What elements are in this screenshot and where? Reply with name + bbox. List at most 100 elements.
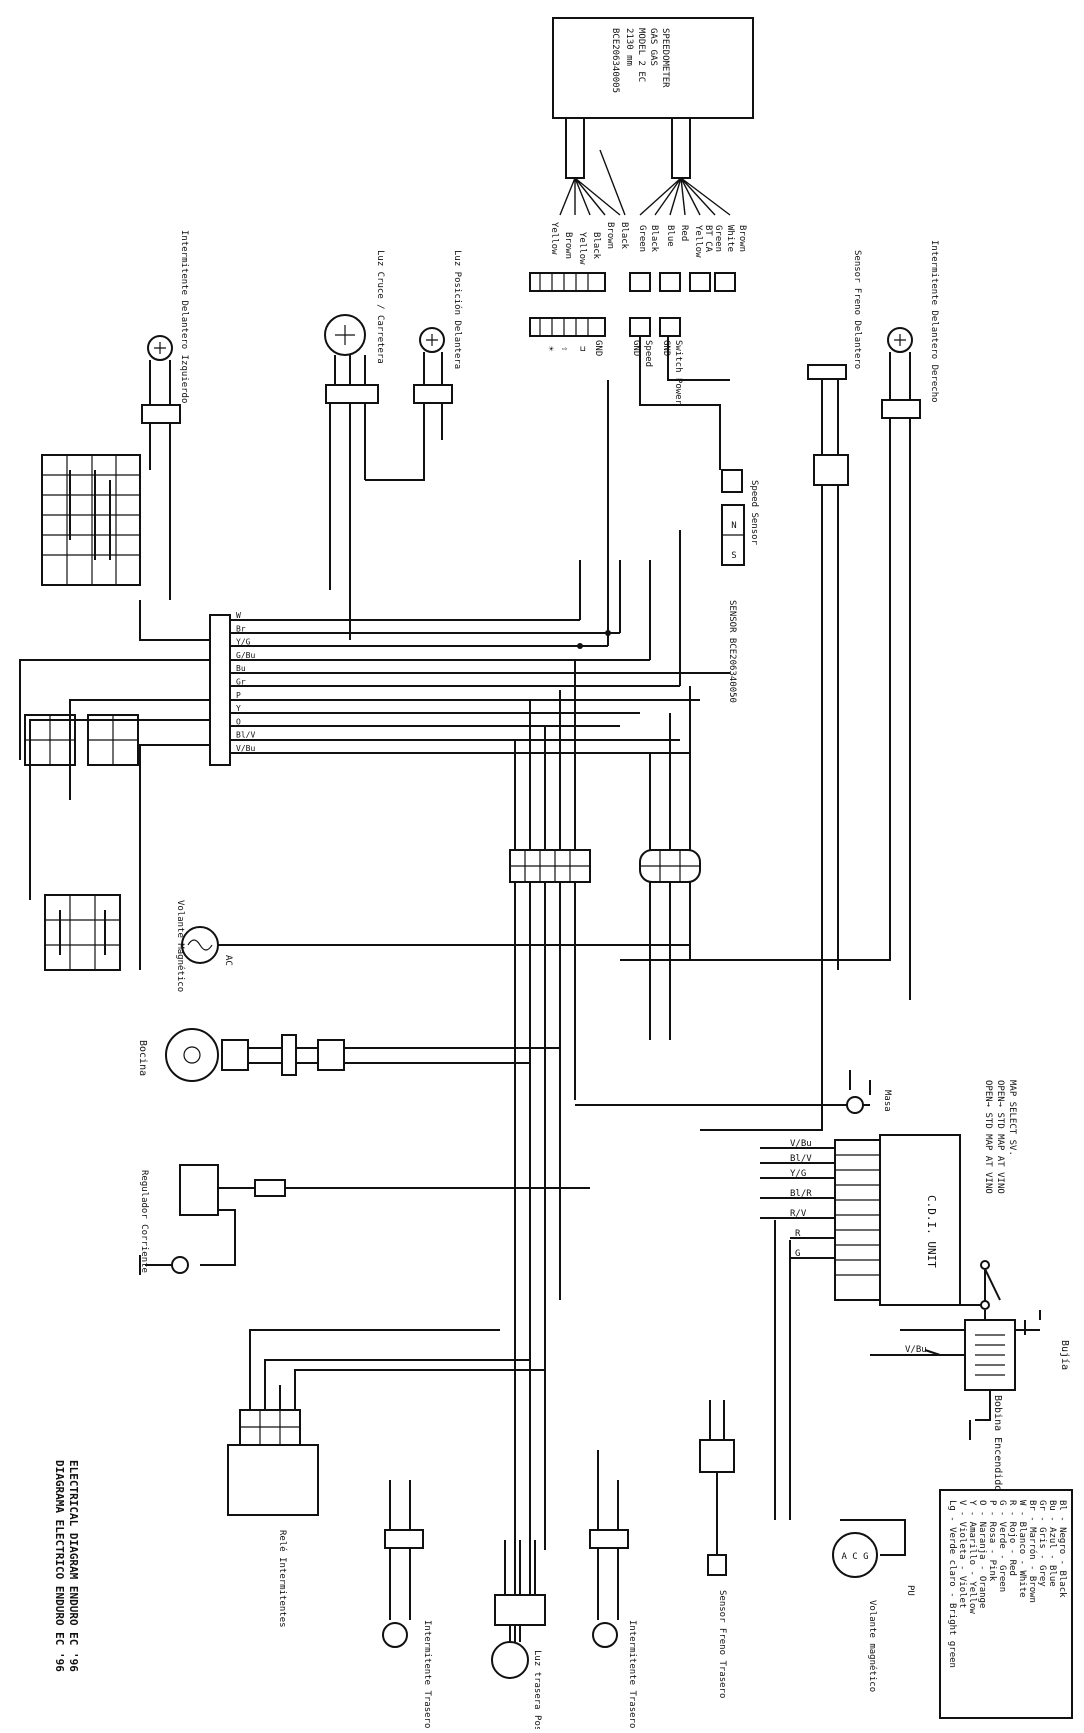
legend-entry: Lg - Verde claro - Bright green <box>947 1500 957 1668</box>
bus-wire-label: Gr <box>236 678 246 687</box>
handlebar-switch-lower <box>44 894 121 971</box>
legend-entry: W - Blanco - White <box>1017 1500 1027 1598</box>
position-light-label: Luz Posición Delantera <box>452 250 463 369</box>
ground-masa: Masa <box>575 1070 892 1114</box>
wire-label-black-3: Black <box>649 225 659 253</box>
ignition-coil: Bujía Bobina Encendido V/Bu <box>870 1310 1071 1491</box>
wire-label-yellow-3: Yellow <box>693 225 703 258</box>
legend-entry: V - Violeta - Violet <box>957 1500 967 1608</box>
speed-sensor-pole-s: S <box>731 551 736 561</box>
flasher-relay: Relé Intermitentes <box>227 1329 545 1628</box>
connector-icon-arrow: ⇧ <box>559 346 569 351</box>
bus-wire-label: P <box>236 691 241 700</box>
speed-sensor-code: SENSOR BCE206340050 <box>727 600 737 703</box>
acg-magneto: A C G Volante magnético PU <box>774 1220 915 1692</box>
bus-wire-label: W <box>236 611 241 620</box>
wire-label-blue: Blue <box>665 225 675 247</box>
bus-wire-label: Bl/V <box>236 731 255 740</box>
front-position-light: Luz Posición Delantera <box>365 250 463 481</box>
speed-sensor: N S Speed Sensor SENSOR BCE206340050 <box>639 336 759 703</box>
connector-icon-beam: ⊐ <box>577 346 587 351</box>
ac-label: AC <box>223 955 233 966</box>
cdi-pin-y-g: Y/G <box>790 1169 806 1179</box>
connector-label-gnd-2: GND <box>631 340 641 356</box>
wire-label-bt-ca: BT CA <box>703 225 713 253</box>
map-select-line-1: MAP SELECT SV. <box>1007 1080 1017 1156</box>
speed-sensor-label: Speed Sensor <box>749 480 759 546</box>
cdi-pin-r: R <box>795 1229 801 1239</box>
map-select-line-2: OPEN→ STD MAP AT VINO <box>995 1080 1005 1194</box>
title-line-1: DIAGRAMA ELECTRICO ENDURO EC '96 <box>53 1460 66 1672</box>
bus-wire-label: Y/G <box>236 638 251 647</box>
speedometer-line-4: 2130 mm <box>624 28 634 66</box>
rear-brake-sensor: Sensor Freno Trasero <box>699 1400 735 1698</box>
speed-sensor-pole-n: N <box>731 521 736 531</box>
wire-label-black-2: Black <box>619 222 629 250</box>
main-headlight: Luz Cruce / Carretera <box>324 250 385 640</box>
regulator-label: Regulador Corriente <box>139 1170 149 1273</box>
connector-label-speed: Speed <box>643 340 653 367</box>
tail-light-label: Luz trasera Posición / Freno <box>532 1650 543 1729</box>
cdi-label: C.D.I. UNIT <box>925 1195 938 1268</box>
handlebar-switch-mid-left <box>24 714 76 766</box>
connector-label-gnd-3: GND <box>661 340 671 356</box>
bus-wire-label: Y <box>236 704 241 713</box>
bus-wire-label: O <box>236 717 241 726</box>
rear-tail-light: Luz trasera Posición / Freno <box>491 1540 546 1733</box>
cdi-pin-r-v: R/V <box>790 1209 807 1219</box>
legend-entry: Gr - Gris - Grey <box>1037 1500 1047 1587</box>
wire-label-red: Red <box>679 225 689 241</box>
cdi-pin-bl-v: Bl/V <box>790 1154 812 1164</box>
cdi-unit: C.D.I. UNIT V/Bu Bl/V Y/G Bl/R R/V R G M… <box>760 1080 1017 1331</box>
bus-wire-label: Bu <box>236 664 246 673</box>
legend-entry: O - Naranja - Orange <box>977 1500 987 1608</box>
title-line-2: ELECTRICAL DIAGRAM ENDURO EC '96 <box>67 1460 80 1672</box>
wire-label-green: Green <box>637 225 647 252</box>
bus-wire-label: V/Bu <box>236 744 255 753</box>
front-right-indicator: Intermitente Delantero Derecho <box>620 240 939 1000</box>
wire-label-black: Black <box>591 232 601 260</box>
cdi-pin-v-bu: V/Bu <box>790 1139 812 1149</box>
legend-entry: R - Rojo - Red <box>1007 1500 1017 1576</box>
acg-magneto-label: Volante magnético <box>867 1600 878 1692</box>
legend-entry: Bl - Negro - Black <box>1057 1500 1067 1598</box>
front-left-indicator: Intermitente Delantero Izquierdo <box>141 230 189 600</box>
cdi-pin-g: G <box>795 1249 800 1259</box>
front-right-indicator-label: Intermitente Delantero Derecho <box>929 240 939 403</box>
pu-label: PU <box>905 1585 915 1596</box>
rear-right-indicator-label: Intermitente Trasero Derecho <box>627 1620 637 1729</box>
legend-entry: P - Rosa - Pink <box>987 1500 997 1582</box>
middle-connector-right <box>639 686 701 1040</box>
handlebar-switch-mid-right <box>87 714 139 766</box>
front-brake-sensor: Sensor Freno Delantero <box>700 250 862 1131</box>
coil-wire-label: V/Bu <box>905 1345 927 1355</box>
middle-connector-left <box>509 660 591 1660</box>
legend-entry: Br - Marrón - Brown <box>1027 1500 1038 1603</box>
legend-entry: Bu - Azul - Blue <box>1047 1500 1057 1587</box>
spark-plug-label: Bujía <box>1059 1340 1071 1370</box>
wire-label-yellow: Yellow <box>549 222 559 255</box>
connector-label-switch-power: Switch Power <box>673 340 683 406</box>
connector-icon-light: ☀ <box>545 346 555 352</box>
connector-label-gnd: GND <box>593 340 603 356</box>
headlight-label: Luz Cruce / Carretera <box>375 250 385 364</box>
legend-entry: Y - Amarillo - Yellow <box>967 1500 977 1614</box>
rear-brake-sensor-label: Sensor Freno Trasero <box>717 1590 727 1698</box>
main-harness-bus <box>19 380 730 970</box>
wire-label-brown-3: Brown <box>737 225 747 252</box>
wire-label-yellow-2: Yellow <box>577 232 587 265</box>
wire-label-brown-2: Brown <box>605 222 615 249</box>
speedometer-line-1: SPEEDOMETER <box>660 28 670 88</box>
acg-label: A C G <box>841 1552 868 1562</box>
legend-entry: G - Verde - Green <box>997 1500 1007 1592</box>
rear-left-indicator: Intermitente Trasero Izquierdo <box>382 1480 432 1733</box>
ac-magneto-label: Volante Magnético <box>175 900 186 992</box>
ac-magneto: Volante Magnético AC <box>175 900 690 992</box>
ignition-coil-label: Bobina Encendido <box>992 1395 1003 1491</box>
horn: Bocina <box>137 1028 560 1082</box>
handlebar-switch-main <box>41 454 141 586</box>
wire-label-brown: Brown <box>563 232 573 259</box>
